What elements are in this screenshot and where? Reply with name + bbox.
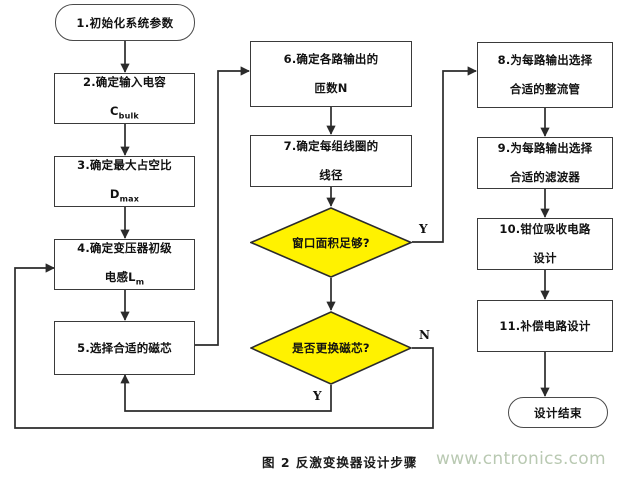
edge-label-decision2-no: N (419, 328, 430, 342)
node-step9-line2: 合适的滤波器 (509, 170, 581, 185)
node-decision2-label: 是否更换磁芯? (292, 341, 370, 355)
node-step2-var: C (110, 104, 119, 119)
node-step7: 7.确定每组线圈的 线径 (250, 135, 412, 187)
node-step4-sub: m (135, 277, 145, 287)
node-step9: 9.为每路输出选择 合适的滤波器 (477, 137, 613, 189)
node-step7-line2: 线径 (319, 168, 343, 183)
node-step11: 11.补偿电路设计 (477, 300, 613, 352)
diamond-shape-2 (250, 311, 412, 385)
node-step2-line1: 2.确定输入电容 (83, 75, 166, 90)
node-start-label: 1.初始化系统参数 (76, 15, 174, 30)
node-step4-var: L (128, 270, 136, 285)
node-end: 设计结束 (508, 397, 608, 428)
node-end-label: 设计结束 (534, 405, 582, 420)
node-step5: 5.选择合适的磁芯 (54, 321, 195, 375)
node-step2: 2.确定输入电容 Cbulk (54, 73, 195, 124)
node-step4: 4.确定变压器初级 电感Lm (54, 239, 195, 290)
node-step10: 10.钳位吸收电路 设计 (477, 218, 613, 270)
figure-caption: 图 2 反激变换器设计步骤 (262, 455, 418, 470)
edge-label-decision2-yes: Y (313, 389, 322, 403)
node-step10-line2: 设计 (533, 251, 557, 266)
node-step8: 8.为每路输出选择 合适的整流管 (477, 42, 613, 108)
node-step2-sub: bulk (118, 111, 139, 121)
node-step3: 3.确定最大占空比 Dmax (54, 156, 195, 207)
node-step6: 6.确定各路输出的 匝数N (250, 41, 412, 107)
node-decision1-label: 窗口面积足够? (292, 235, 370, 250)
diamond-shape-1 (250, 207, 412, 278)
node-step4-line1: 4.确定变压器初级 (77, 241, 172, 256)
node-step6-line2: 匝数N (314, 81, 348, 96)
edge-decision1-yes-to-step8 (412, 66, 477, 243)
node-step11-label: 11.补偿电路设计 (499, 318, 591, 333)
edge-label-decision1-yes: Y (419, 222, 428, 236)
node-step3-var: D (109, 187, 120, 202)
node-step7-line1: 7.确定每组线圈的 (283, 139, 379, 154)
node-step4-line2: 电感 (104, 270, 129, 285)
site-watermark: www.cntronics.com (436, 449, 606, 469)
node-step8-line1: 8.为每路输出选择 (497, 53, 593, 68)
node-step6-line1: 6.确定各路输出的 (283, 52, 379, 67)
edge-decision2-yes-to-step5 (120, 374, 332, 412)
node-step9-line1: 9.为每路输出选择 (497, 141, 593, 156)
node-step3-sub: max (119, 194, 140, 204)
node-decision-change-core: 是否更换磁芯? (250, 311, 412, 385)
edge-step5-to-step6 (194, 66, 250, 346)
edge-decision2-no-to-step4 (14, 263, 434, 429)
node-step10-line1: 10.钳位吸收电路 (499, 222, 591, 237)
node-step3-line1: 3.确定最大占空比 (77, 158, 172, 173)
node-decision-window-area: 窗口面积足够? (250, 207, 412, 278)
node-start: 1.初始化系统参数 (55, 4, 195, 41)
node-step5-label: 5.选择合适的磁芯 (77, 340, 172, 355)
node-step8-line2: 合适的整流管 (509, 82, 581, 97)
